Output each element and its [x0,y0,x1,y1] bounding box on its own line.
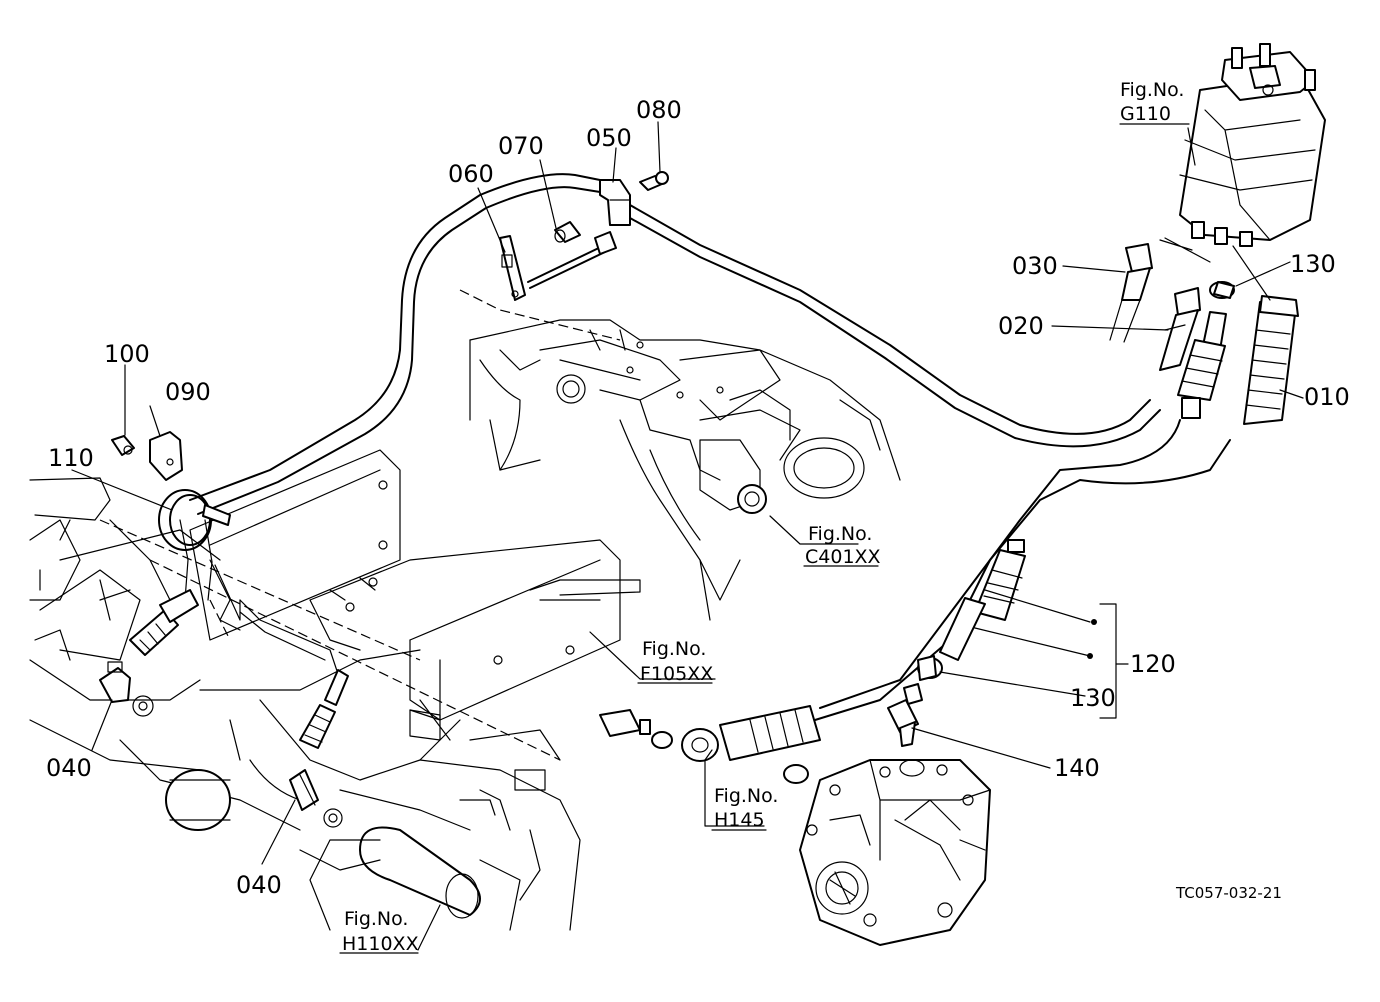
hose-end-h145 [599,705,821,784]
elbow-fitting-040-right [289,769,319,811]
collar-070 [554,221,581,243]
hose-fitting-left [129,589,199,656]
front-axle-housing [29,477,581,931]
leader-dot-1 [1091,619,1097,625]
hose-clamp-130-bottom [917,655,943,681]
bracket-090 [149,431,183,481]
callout-040-left: 040 [46,754,92,782]
leader-lines [71,121,1304,954]
callout-130-top: 130 [1290,250,1336,278]
callout-060: 060 [448,160,494,188]
fig-ref-f105-number: F105XX [640,663,713,685]
hose-end-030 [1109,243,1153,343]
hose-fitting-right [299,669,349,749]
fig-ref-c401-number: C401XX [805,546,881,568]
hose-to-axle [179,519,341,681]
callout-120: 120 [1130,650,1176,678]
bolt-100 [111,435,135,456]
fig-ref-c401-label: Fig.No. [808,523,872,545]
callout-100: 100 [104,340,150,368]
elbow-fitting-140 [887,683,923,747]
callout-090: 090 [165,378,211,406]
hose-010 [1243,295,1299,425]
elbow-fitting-040-left [99,661,131,703]
fig-ref-g110-label: Fig.No. [1120,79,1184,101]
fig-ref-h145-number: H145 [714,809,765,831]
drawing-code: TC057-032-21 [1175,884,1282,902]
callout-050: 050 [586,124,632,152]
bolt-080 [639,171,669,191]
callout-010: 010 [1304,383,1350,411]
hose-clamp-110 [158,489,231,551]
fig-ref-h145-label: Fig.No. [714,785,778,807]
callout-020: 020 [998,312,1044,340]
callout-110: 110 [48,444,94,472]
hydraulic-hose-lower [814,419,1231,721]
callout-140: 140 [1054,754,1100,782]
leader-dot-2 [1087,653,1093,659]
fig-ref-h110-number: H110XX [342,933,419,955]
transmission-housing [459,289,901,621]
hose-end-center [1177,311,1227,419]
fig-ref-f105-label: Fig.No. [642,638,706,660]
frame-bracket [99,449,641,761]
clamp-bracket-050 [599,179,631,226]
fig-ref-h110-label: Fig.No. [344,908,408,930]
callout-040-right: 040 [236,871,282,899]
hose-end-020 [1159,287,1201,371]
fig-ref-g110-number: G110 [1120,103,1171,125]
callout-080: 080 [636,96,682,124]
stud-bolt [527,231,617,289]
hydraulic-hose-main [189,173,1161,515]
hose-assembly-120 [939,539,1026,661]
hydraulic-pump [799,759,991,946]
callout-070: 070 [498,132,544,160]
callout-130-bottom: 130 [1070,684,1116,712]
plate-060 [499,235,526,301]
hose-clamp-130-top [1209,281,1235,299]
power-steering-unit [1179,43,1326,247]
callout-030: 030 [1012,252,1058,280]
